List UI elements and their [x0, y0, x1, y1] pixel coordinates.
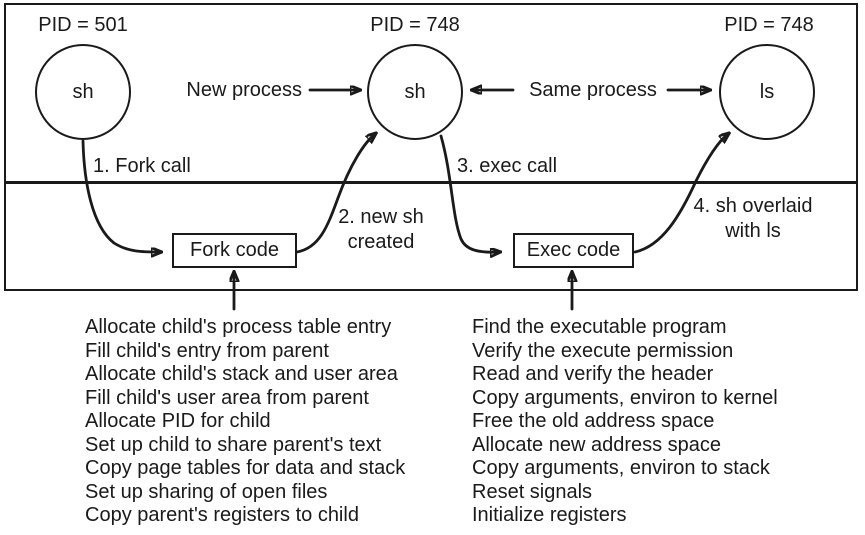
step4-line2: with ls [725, 220, 781, 242]
step2-line2: created [347, 231, 415, 253]
fork-step-item: Set up child to share parent's text [85, 433, 382, 456]
fork-code-label: Fork code [190, 239, 279, 261]
user-kernel-divider-line [4, 181, 858, 184]
process-space-box [4, 3, 858, 291]
exec-step-item: Verify the execute permission [472, 339, 734, 362]
process-circle-sh-child: sh [367, 44, 463, 140]
exec-code-box: Exec code [513, 233, 634, 268]
pid-label-sh-child: PID = 748 [370, 14, 460, 36]
exec-step-item: Initialize registers [472, 504, 627, 526]
fork-step-item: Copy parent's registers to child [85, 504, 359, 526]
exec-steps-list: Find the executable program Verify the e… [472, 316, 852, 528]
fork-steps-list: Allocate child's process table entry Fil… [85, 316, 455, 528]
step3-exec-call-label: 3. exec call [457, 155, 558, 177]
process-circle-sh-parent: sh [35, 44, 131, 140]
fork-step-item: Allocate PID for child [85, 410, 271, 432]
exec-code-label: Exec code [526, 239, 621, 261]
fork-step-item: Allocate child's process table entry [85, 316, 392, 338]
process-name-sh-parent: sh [72, 80, 94, 103]
exec-step-item: Copy arguments, environ to stack [472, 457, 770, 479]
fork-step-item: Set up sharing of open files [85, 480, 328, 503]
process-name-ls: ls [759, 80, 775, 103]
step2-new-sh-label: 2. new sh created [333, 205, 429, 255]
exec-step-item: Allocate new address space [472, 433, 722, 456]
process-name-sh-child: sh [404, 80, 426, 103]
step4-sh-overlaid-label: 4. sh overlaid with ls [689, 194, 817, 244]
step1-fork-call-label: 1. Fork call [93, 155, 191, 177]
fork-step-item: Allocate child's stack and user area [85, 363, 398, 385]
step2-line1: 2. new sh [338, 206, 424, 228]
pid-label-sh-parent: PID = 501 [38, 14, 128, 36]
process-circle-ls: ls [719, 44, 815, 140]
same-process-label: Same process [529, 79, 657, 101]
new-process-label: New process [186, 79, 302, 101]
exec-step-item: Reset signals [472, 480, 593, 503]
fork-step-item: Fill child's user area from parent [85, 386, 369, 409]
exec-step-item: Free the old address space [472, 410, 715, 432]
fork-code-box: Fork code [172, 233, 297, 268]
pid-label-ls: PID = 748 [724, 14, 814, 36]
fork-step-item: Copy page tables for data and stack [85, 457, 406, 479]
exec-step-item: Copy arguments, environ to kernel [472, 386, 778, 409]
fork-step-item: Fill child's entry from parent [85, 339, 329, 362]
exec-step-item: Find the executable program [472, 316, 727, 338]
step4-line1: 4. sh overlaid [693, 195, 813, 217]
exec-step-item: Read and verify the header [472, 363, 714, 385]
